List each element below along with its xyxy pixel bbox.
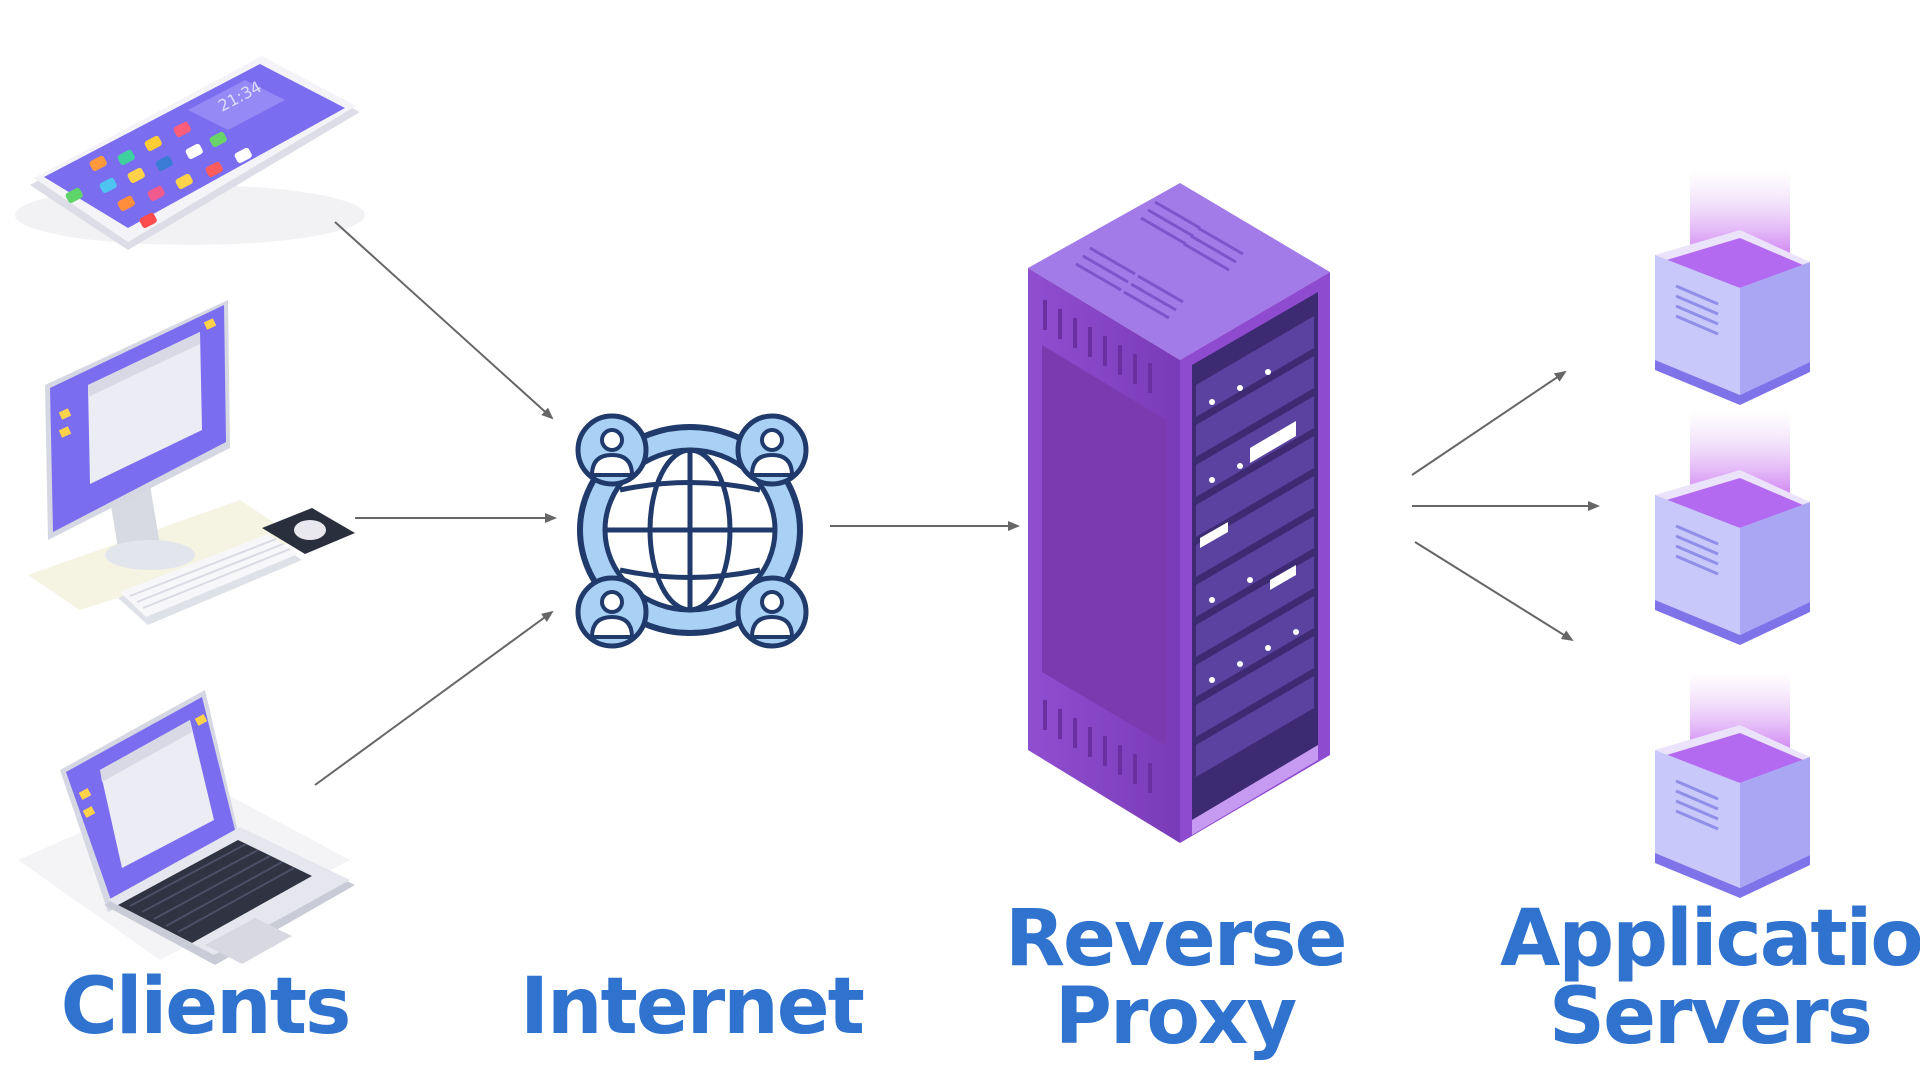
label-internet: Internet (520, 962, 865, 1052)
proxy-arrows (1411, 370, 1600, 642)
label-reverse-proxy-line2: Proxy (1054, 972, 1297, 1062)
server-block-icon-1 (1655, 170, 1810, 405)
label-reverse-proxy: Reverse Proxy (1005, 894, 1348, 1062)
label-reverse-proxy-line1: Reverse (1005, 894, 1348, 984)
user-node-top-left (575, 413, 649, 487)
server-block-icon-2 (1655, 410, 1810, 645)
label-application-servers: Application Servers (1500, 900, 1920, 1056)
phone-app-grid (65, 121, 252, 228)
globe-network-icon (575, 413, 809, 649)
laptop-icon (18, 690, 355, 965)
arrow-proxy-to-server-1 (1411, 370, 1567, 476)
user-node-bottom-left (575, 575, 649, 649)
client-arrows (314, 221, 557, 786)
arrow-phone-to-internet (334, 221, 554, 420)
server-rack-icon (1028, 183, 1330, 843)
user-node-top-right (735, 413, 809, 487)
arrow-proxy-to-server-3 (1414, 541, 1574, 642)
server-block-icon-3 (1655, 670, 1810, 898)
label-application-servers-line1: Application (1500, 894, 1920, 984)
user-node-bottom-right (735, 575, 809, 649)
arrow-laptop-to-internet (314, 610, 554, 786)
label-clients: Clients (60, 962, 352, 1052)
desktop-computer-icon (28, 300, 355, 625)
smartphone-icon: 21:34 (15, 56, 365, 250)
label-application-servers-line2: Servers (1548, 972, 1873, 1062)
